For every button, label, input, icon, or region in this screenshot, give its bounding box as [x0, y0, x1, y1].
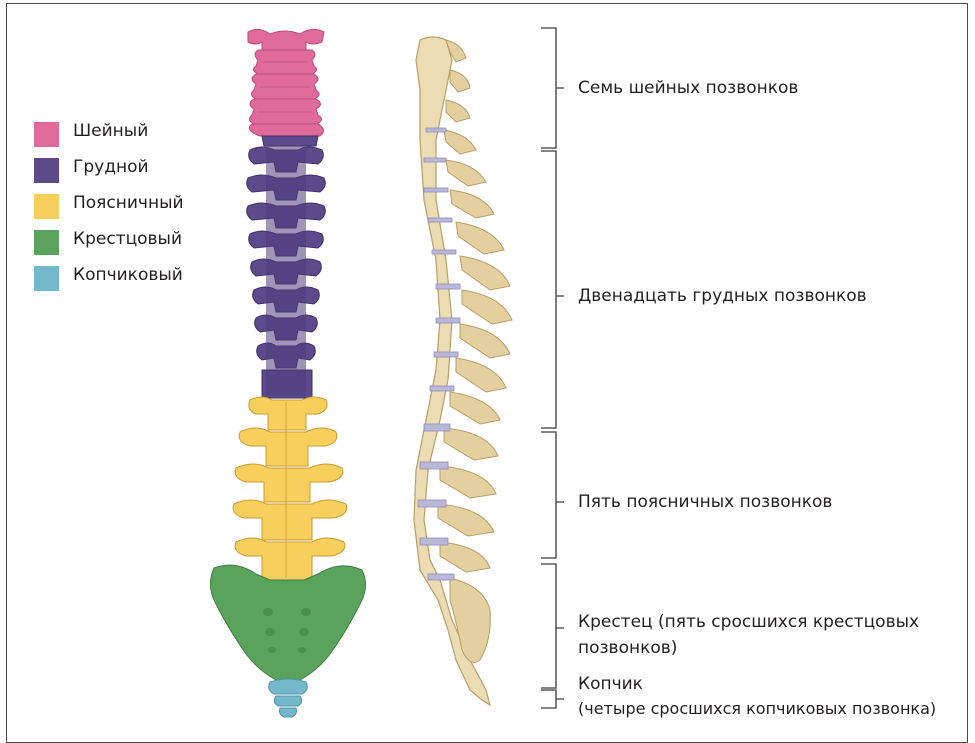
label-sacrum-line2: позвонков) [578, 636, 677, 660]
label-cervical: Семь шейных позвонков [578, 76, 798, 100]
bracket-coccyx [541, 690, 564, 708]
lateral-spine [414, 37, 512, 705]
lumbar-segment [233, 397, 347, 580]
brackets [541, 28, 564, 708]
bracket-cervical [541, 28, 564, 148]
label-thoracic: Двенадцать грудных позвонков [578, 284, 867, 308]
cervical-segment [248, 29, 324, 136]
thoracic-segment [247, 136, 326, 398]
label-coccyx-line1: Копчик [578, 672, 643, 696]
coccygeal-segment [269, 679, 308, 717]
label-lumbar: Пять поясничных позвонков [578, 490, 832, 514]
bracket-lumbar [541, 432, 564, 558]
label-coccyx-line2: (четыре сросшихся копчиковых позвонка) [578, 697, 936, 721]
bracket-sacrum [541, 564, 564, 688]
bracket-thoracic [541, 151, 564, 428]
posterior-spine [210, 29, 365, 717]
label-sacrum-line1: Крестец (пять сросшихся крестцовых [578, 610, 919, 634]
sacral-segment [210, 565, 365, 680]
